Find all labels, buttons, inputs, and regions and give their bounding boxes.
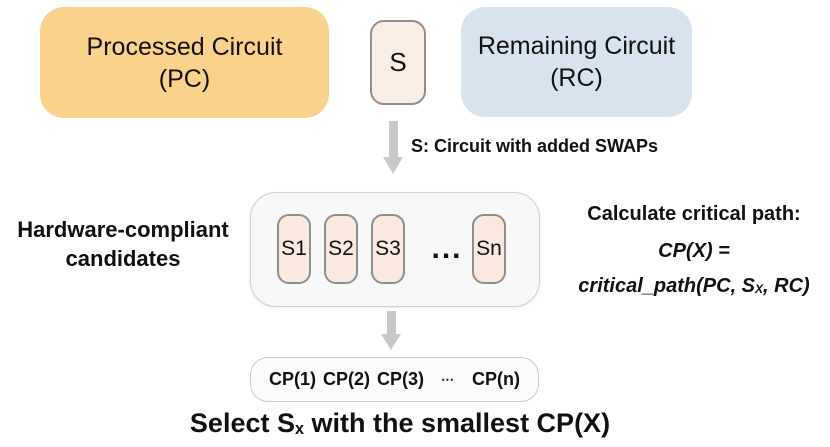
candidates-container: S1 S2 S3 ... Sn [250,192,540,307]
critical-path-formula: Calculate critical path: CP(X) = critica… [556,203,830,298]
critical-path-heading: Calculate critical path: [587,203,801,225]
cp-result-3: CP(3) [377,369,425,389]
selection-rule-subscript: x [294,419,304,438]
candidate-label-sn: Sn [476,237,502,260]
candidate-box-s2: S2 [324,214,358,284]
swap-note-label: S: Circuit with added SWAPs [411,136,659,156]
processed-circuit-label-line1: Processed Circuit [86,32,283,61]
selection-rule: Select Sx with the smallest CP(X) [60,408,740,439]
candidates-ellipsis: ... [431,232,463,265]
remaining-circuit-label-line2: (RC) [550,64,603,92]
down-arrow-2-shaft [387,311,396,334]
candidate-box-s1: S1 [277,214,311,284]
critical-path-call: critical_path(PC, SX, RC) [556,275,830,298]
critical-path-call-suffix: , RC) [763,275,810,297]
cp-result-1: CP(1) [268,369,316,389]
processed-circuit-label-line2: (PC) [158,64,211,93]
down-arrow-1-shaft [389,121,398,157]
candidate-label-s1: S1 [281,237,307,260]
processed-circuit-box: Processed Circuit (PC) [40,7,329,118]
candidate-box-s3: S3 [371,214,405,284]
swap-circuit-box: S [370,20,426,105]
candidate-box-sn: Sn [472,214,506,284]
cp-results-box: CP(1) CP(2) CP(3) ⋯ CP(n) [250,357,539,402]
candidates-title: Hardware-compliant candidates [0,216,246,273]
candidate-label-s2: S2 [328,237,354,260]
remaining-circuit-label-line1: Remaining Circuit [477,32,676,60]
selection-rule-suffix: with the smallest CP(X) [304,408,611,438]
down-arrow-1-head [383,157,403,174]
cp-result-n: CP(n) [472,369,521,389]
candidate-label-s3: S3 [375,237,401,260]
cp-results-ellipsis: ⋯ [441,371,456,387]
critical-path-equation: CP(X) = [658,240,730,262]
remaining-circuit-box: Remaining Circuit (RC) [461,7,692,117]
critical-path-call-prefix: critical_path(PC, S [578,275,756,297]
swap-circuit-label: S [389,46,407,77]
candidates-title-line2: candidates [65,245,181,271]
cp-result-2: CP(2) [322,369,370,389]
critical-path-call-subscript: X [755,282,764,297]
down-arrow-2-head [381,334,401,350]
candidates-title-line1: Hardware-compliant [17,217,229,242]
selection-rule-prefix: Select S [189,408,295,438]
